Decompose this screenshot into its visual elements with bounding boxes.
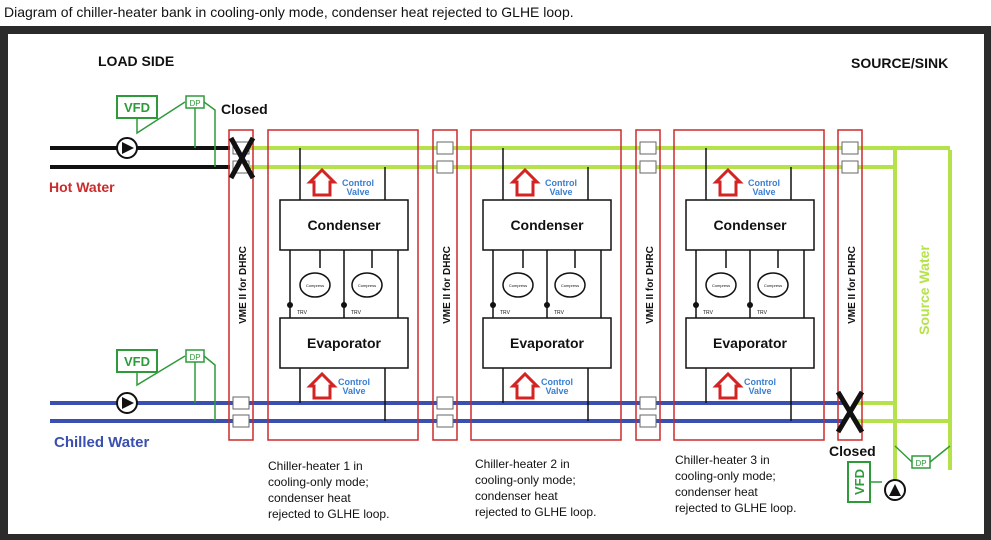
hot-water-headers (50, 146, 858, 169)
control-valve-4b: Valve (342, 386, 365, 396)
condenser-label-2: Condenser (510, 217, 584, 233)
vfd-top-label: VFD (124, 100, 150, 115)
control-valve-2a: Control (545, 178, 577, 188)
vfd-source-label: VFD (852, 469, 867, 495)
evaporator-label-1: Evaporator (307, 335, 381, 351)
vme-valves (232, 141, 859, 428)
vme-label-3: VME II for DHRC (645, 246, 656, 324)
control-valve-4a: Control (338, 377, 370, 387)
vme-label-4: VME II for DHRC (847, 246, 858, 324)
source-sink-label: SOURCE/SINK (851, 55, 948, 71)
control-valve-6b: Valve (748, 386, 771, 396)
closed-top-label: Closed (221, 101, 268, 117)
diagram-canvas (8, 34, 984, 534)
source-water-label: Source Water (916, 245, 932, 335)
control-valve-1a: Control (342, 178, 374, 188)
evaporator-label-2: Evaporator (510, 335, 584, 351)
compressor-3b: Compress (764, 283, 782, 288)
evaporator-label-3: Evaporator (713, 335, 787, 351)
vfd-dp-top (116, 95, 216, 167)
compressor-2a: Compress (509, 283, 527, 288)
chilled-water-label: Chilled Water (54, 434, 149, 451)
vme-columns (228, 129, 863, 441)
control-valve-5b: Valve (545, 386, 568, 396)
control-valve-5a: Control (541, 377, 573, 387)
chiller-2 (470, 129, 622, 441)
control-valve-2b: Valve (549, 187, 572, 197)
compressor-1b: Compress (358, 283, 376, 288)
vfd-dp-bottom (116, 349, 216, 421)
chiller-3-note: Chiller-heater 3 in cooling-only mode; c… (675, 453, 797, 515)
vfd-bottom-label: VFD (124, 354, 150, 369)
dp-source-label: DP (915, 459, 926, 468)
condenser-label-1: Condenser (307, 217, 381, 233)
trv-3a: TRV (703, 310, 714, 316)
control-valve-6a: Control (744, 377, 776, 387)
trv-1a: TRV (297, 310, 308, 316)
hot-water-label: Hot Water (49, 179, 115, 195)
compressor-1a: Compress (306, 283, 324, 288)
trv-2b: TRV (554, 310, 565, 316)
control-valve-1b: Valve (346, 187, 369, 197)
chiller-1 (267, 129, 419, 441)
closed-valve-bottom (835, 390, 865, 434)
dp-bottom-label: DP (189, 353, 200, 362)
trv-2a: TRV (500, 310, 511, 316)
trv-3b: TRV (757, 310, 768, 316)
control-valve-3b: Valve (752, 187, 775, 197)
trv-1b: TRV (351, 310, 362, 316)
vme-label-1: VME II for DHRC (238, 246, 249, 324)
chiller-3 (673, 129, 825, 441)
closed-valve-top (228, 136, 256, 180)
control-valve-3a: Control (748, 178, 780, 188)
diagram-caption: Diagram of chiller-heater bank in coolin… (4, 4, 574, 20)
compressor-3a: Compress (712, 283, 730, 288)
chiller-1-note: Chiller-heater 1 in cooling-only mode; c… (268, 459, 390, 521)
dp-top-label: DP (189, 99, 200, 108)
vme-label-2: VME II for DHRC (442, 246, 453, 324)
vfd-dp-source (847, 445, 951, 503)
load-side-label: LOAD SIDE (98, 53, 174, 69)
compressor-2b: Compress (561, 283, 579, 288)
condenser-label-3: Condenser (713, 217, 787, 233)
chiller-2-note: Chiller-heater 2 in cooling-only mode; c… (475, 457, 597, 519)
closed-bottom-label: Closed (829, 443, 876, 459)
